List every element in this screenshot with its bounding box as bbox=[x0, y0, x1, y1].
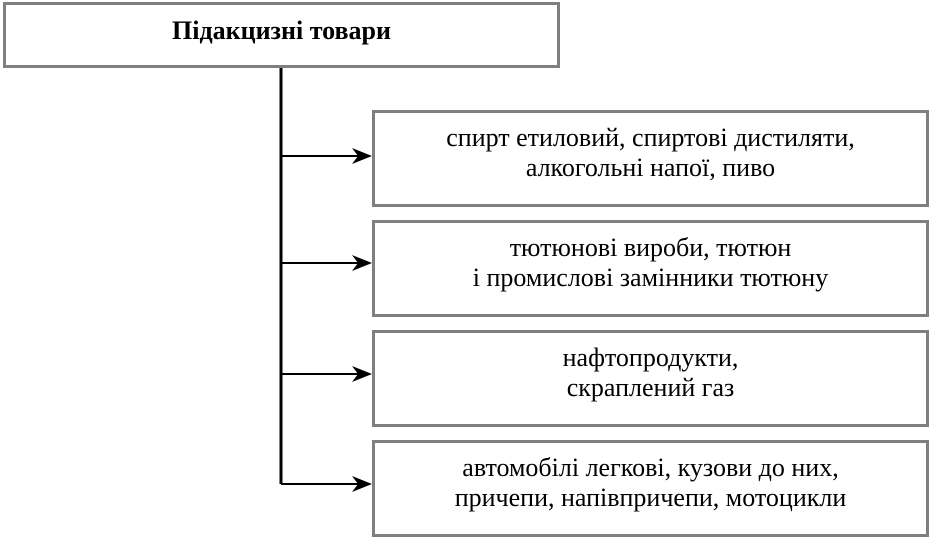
item-text-line: причепи, напівпричепи, мотоцикли bbox=[454, 483, 847, 512]
item-box-tobacco: тютюнові вироби, тютюн і промислові замі… bbox=[372, 220, 929, 317]
item-text-line: скраплений газ bbox=[566, 373, 735, 402]
title-box: Підакцизні товари bbox=[3, 2, 560, 68]
item-text-line: і промислові замінники тютюну bbox=[472, 263, 829, 292]
arrow-4 bbox=[281, 476, 372, 492]
arrow-1 bbox=[281, 148, 372, 164]
arrow-3 bbox=[281, 366, 372, 382]
item-text-line: нафтопродукти, bbox=[562, 343, 739, 372]
item-text-line: автомобілі легкові, кузови до них, bbox=[462, 453, 839, 482]
arrow-2 bbox=[281, 255, 372, 271]
item-box-fuel: нафтопродукти, скраплений газ bbox=[372, 330, 929, 427]
diagram-title: Підакцизні товари bbox=[172, 16, 391, 45]
item-text-line: алкогольні напої, пиво bbox=[525, 153, 776, 182]
item-box-alcohol: спирт етиловий, спиртові дистиляти, алко… bbox=[372, 110, 929, 207]
item-text-line: спирт етиловий, спиртові дистиляти, bbox=[446, 123, 855, 152]
item-box-vehicles: автомобілі легкові, кузови до них, приче… bbox=[372, 440, 929, 537]
item-text-line: тютюнові вироби, тютюн bbox=[509, 233, 792, 262]
